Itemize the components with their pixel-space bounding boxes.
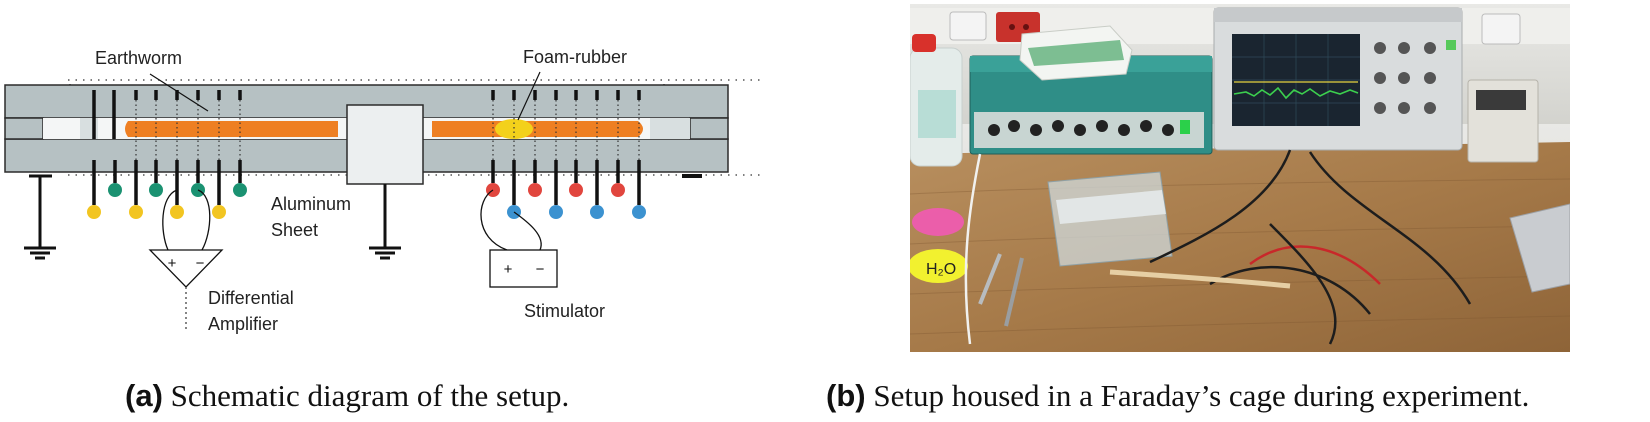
foam-rubber: [495, 119, 533, 139]
differential-amplifier-symbol: [148, 249, 224, 288]
caption-b: (b) Setup housed in a Faraday’s cage dur…: [826, 378, 1529, 414]
earthworm: [125, 121, 338, 137]
earthworm-leader: [149, 73, 209, 112]
keyboard: [1509, 203, 1570, 293]
electrode-tip-yellow: [170, 205, 184, 219]
electrode-tip-blue: [632, 205, 646, 219]
stimulator-minus: −: [536, 261, 545, 278]
earthworm-label: Earthworm: [95, 48, 182, 68]
foam-rubber-leader: [517, 71, 541, 121]
petri-dish-label: H₂O: [926, 261, 956, 278]
electrode-tip-red: [528, 183, 542, 197]
electrode-cables: [964, 149, 1472, 345]
stimulator-box: [489, 249, 558, 288]
aluminum-sheet-label-line2: Sheet: [271, 220, 318, 240]
setup-photograph: H₂O: [910, 4, 1570, 352]
oscilloscope-controls: [1374, 42, 1436, 114]
forceps-2: [1004, 257, 1024, 327]
oscilloscope-trace: [1233, 86, 1359, 100]
forceps: [978, 253, 1002, 305]
ground-symbol-left: [24, 174, 56, 260]
caption-a-text: Schematic diagram of the setup.: [170, 378, 570, 413]
differential-amplifier-label-line2: Amplifier: [208, 314, 278, 334]
caption-a: (a) Schematic diagram of the setup.: [125, 378, 569, 414]
foam-rubber-label: Foam-rubber: [523, 47, 627, 67]
aluminum-sheet-label: Aluminum: [271, 194, 351, 214]
electrode-dotted-guides: [135, 100, 640, 160]
wash-bottle-cap: [912, 34, 936, 52]
electrode-tip-green: [108, 183, 122, 197]
stimulator-wires: [480, 189, 542, 251]
caption-a-tag: (a): [125, 378, 163, 413]
power-socket: [949, 11, 987, 41]
stimulus-negative-tips: [507, 205, 646, 219]
power-socket: [1481, 13, 1521, 45]
petri-dish-yellow: [910, 249, 968, 283]
amplifier-knobs: [988, 120, 1174, 136]
stimulator-label: Stimulator: [524, 301, 605, 321]
caption-b-tag: (b): [826, 378, 866, 413]
channel-wall-right: [650, 118, 690, 139]
aluminum-sheet: [346, 104, 424, 185]
petri-dish-pink: [912, 208, 964, 236]
chamber-right-end: [689, 117, 729, 140]
amplifier-wires: [162, 189, 211, 251]
electrode-tip-red: [569, 183, 583, 197]
ground-electrode-tips: [108, 183, 247, 197]
electrode-tip-yellow: [129, 205, 143, 219]
electrode-tip-yellow: [212, 205, 226, 219]
electrode-tip-green: [149, 183, 163, 197]
chamber-left-end: [4, 117, 44, 140]
electrode-tip-blue: [590, 205, 604, 219]
electrode-tip-blue: [549, 205, 563, 219]
electrode-tip-green: [233, 183, 247, 197]
earthworm-tail: [432, 121, 643, 137]
stimulus-positive-tips: [486, 183, 625, 197]
bottom-electrode-wires: [92, 160, 641, 205]
differential-amplifier-label: Differential: [208, 288, 294, 308]
schematic-diagram: + − + − Earthworm Foam-rubber Aluminum S…: [4, 47, 760, 334]
amplifier-plus: +: [168, 255, 177, 272]
stimulator-plus: +: [504, 261, 513, 278]
electrode-tip-red: [611, 183, 625, 197]
electrode-tip-yellow: [87, 205, 101, 219]
caption-b-text: Setup housed in a Faraday’s cage during …: [873, 378, 1530, 413]
ground-symbol-center: [369, 184, 401, 260]
recording-electrode-tips: [87, 205, 226, 219]
amplifier-minus: −: [196, 255, 205, 272]
